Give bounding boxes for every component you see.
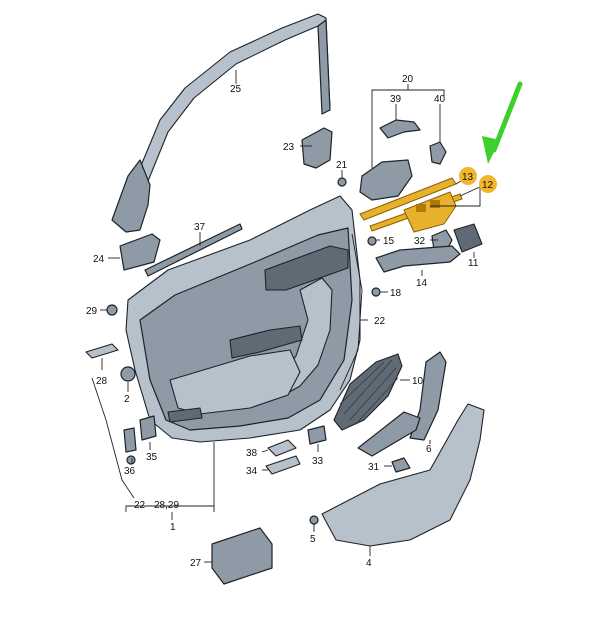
leader-lines xyxy=(100,70,483,563)
part-grille-11 xyxy=(453,223,483,253)
part-cover-34 xyxy=(265,455,301,475)
part-screw-15 xyxy=(367,236,377,246)
callout-24: 24 xyxy=(93,254,105,265)
callout-18: 18 xyxy=(390,288,402,299)
callout-28: 28 xyxy=(96,376,108,387)
callout-37: 37 xyxy=(194,222,206,233)
part-armrest-trim-14 xyxy=(375,245,461,273)
callout-39: 39 xyxy=(390,94,402,105)
callout-13-badge xyxy=(459,167,477,185)
callout-28-29: 28,29 xyxy=(154,500,179,511)
part-window-frame-trim xyxy=(111,13,331,233)
part-clip-29 xyxy=(106,304,118,316)
part-pull-handle-6 xyxy=(357,351,447,457)
callout-29: 29 xyxy=(86,306,98,317)
part-seal-28 xyxy=(85,343,135,499)
callout-14: 14 xyxy=(416,278,428,289)
part-screw-18 xyxy=(371,287,381,297)
callout-22-upper: 22 xyxy=(374,316,386,327)
callout-22-lower: 22 xyxy=(134,500,146,511)
part-clip-2 xyxy=(120,366,136,382)
part-screw-21 xyxy=(337,177,347,187)
callout-36: 36 xyxy=(124,466,136,477)
part-bracket-23 xyxy=(301,127,333,169)
callout-31: 31 xyxy=(368,462,380,473)
part-handle-housing xyxy=(359,159,413,201)
callout-2: 2 xyxy=(124,394,130,405)
part-handle-39 xyxy=(379,119,421,139)
callout-35: 35 xyxy=(146,452,158,463)
callout-6: 6 xyxy=(426,444,432,455)
callout-27: 27 xyxy=(190,558,202,569)
callout-21: 21 xyxy=(336,160,348,171)
callout-12-badge xyxy=(479,175,497,193)
part-cover-38 xyxy=(267,439,297,457)
callout-13: 13 xyxy=(462,172,474,183)
callout-25: 25 xyxy=(230,84,242,95)
callout-11: 11 xyxy=(468,258,479,269)
callout-34: 34 xyxy=(246,466,258,477)
part-switch-33 xyxy=(307,425,327,445)
callout-15: 15 xyxy=(383,236,395,247)
callout-23: 23 xyxy=(283,142,295,153)
callout-5: 5 xyxy=(310,534,316,545)
part-door-panel xyxy=(125,195,361,443)
part-screw-5 xyxy=(309,515,319,525)
part-clip-24 xyxy=(119,233,161,271)
callout-4: 4 xyxy=(366,558,372,569)
callout-12: 12 xyxy=(482,180,494,191)
part-clip-36 xyxy=(123,427,137,465)
callout-32: 32 xyxy=(414,236,426,247)
pointer-arrow-icon xyxy=(482,81,523,164)
callout-10: 10 xyxy=(412,376,424,387)
part-switch-31 xyxy=(391,457,411,473)
callout-labels: 25 23 21 20 39 40 13 12 37 24 15 32 11 1… xyxy=(86,74,497,569)
callout-38: 38 xyxy=(246,448,258,459)
callout-40: 40 xyxy=(434,94,446,105)
callout-33: 33 xyxy=(312,456,324,467)
part-switch-35 xyxy=(139,415,157,441)
callout-1: 1 xyxy=(170,522,176,533)
part-seal-strip-37 xyxy=(144,223,243,277)
part-module-27 xyxy=(211,527,273,585)
callout-20: 20 xyxy=(402,74,414,85)
part-speaker-grille-10 xyxy=(333,353,403,431)
part-switch-panel-12 xyxy=(403,191,457,233)
part-cap-40 xyxy=(429,141,447,165)
